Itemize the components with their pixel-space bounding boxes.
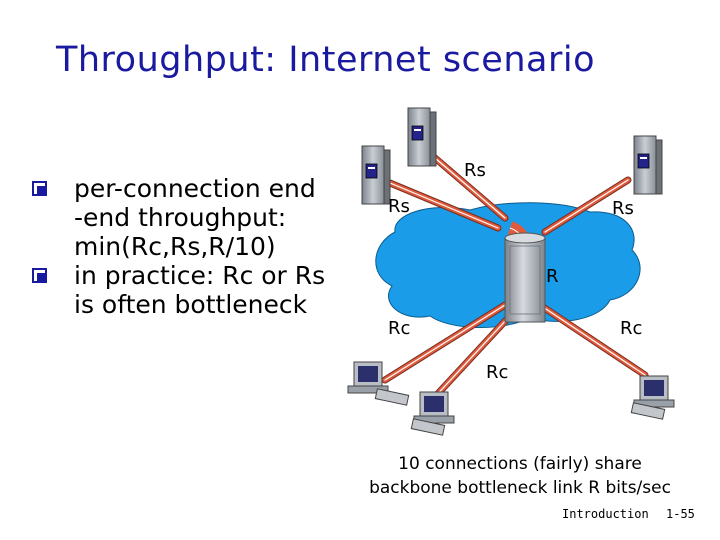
- label-rs-right: Rs: [612, 198, 634, 219]
- label-r-backbone: R: [546, 266, 559, 287]
- bullet-marker-icon: [32, 181, 47, 196]
- label-rs-left: Rs: [388, 196, 410, 217]
- link-client-left: [381, 301, 509, 384]
- diagram-caption: 10 connections (fairly) share backbone b…: [369, 454, 671, 498]
- bullet-list: per-connection end -end throughput: min(…: [30, 174, 360, 319]
- access-links: [381, 148, 649, 404]
- label-rc-right: Rc: [620, 318, 643, 339]
- link-server-right: [541, 176, 632, 236]
- page-number: 1-55: [666, 507, 695, 521]
- label-rc-bottom: Rc: [486, 362, 509, 383]
- bullet-marker-icon: [32, 268, 47, 283]
- client-left-icon: [347, 361, 410, 406]
- backbone-router: [504, 232, 546, 323]
- link-client-right: [536, 301, 649, 379]
- link-server-top: [424, 148, 509, 222]
- server-top-icon: [407, 107, 437, 167]
- bullet-text: per-connection end -end throughput: min(…: [74, 174, 316, 261]
- client-right-icon: [630, 375, 675, 420]
- bullet-item-throughput: per-connection end -end throughput: min(…: [30, 174, 360, 261]
- slide-title: Throughput: Internet scenario: [56, 40, 595, 80]
- client-bottom-icon: [410, 391, 455, 436]
- server-left-icon: [361, 145, 391, 205]
- server-right-icon: [633, 135, 663, 195]
- label-rc-left: Rc: [388, 318, 411, 339]
- footer-topic: Introduction: [562, 507, 649, 521]
- label-rs-top: Rs: [464, 160, 486, 181]
- bullet-item-bottleneck: in practice: Rc or Rs is often bottlenec…: [30, 261, 360, 319]
- link-server-left: [386, 179, 502, 232]
- link-client-bottom: [428, 314, 512, 404]
- bullet-text: in practice: Rc or Rs is often bottlenec…: [74, 261, 326, 319]
